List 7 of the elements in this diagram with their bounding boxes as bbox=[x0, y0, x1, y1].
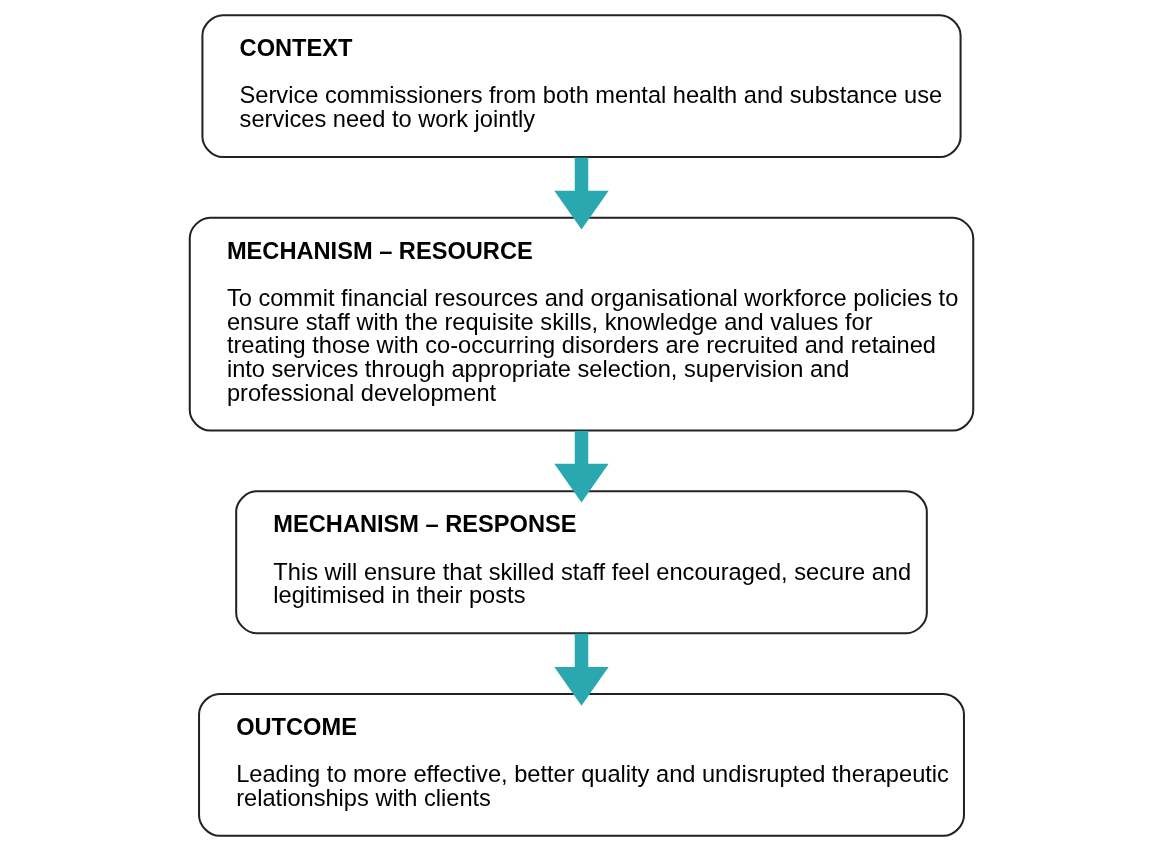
node-box: OUTCOME Leading to more effective, better quality and undisrupted therapeutic relationships with clients bbox=[198, 692, 965, 837]
node-box: CONTEXT Service commissioners from both mental health and substance use services need to work jointly bbox=[201, 14, 962, 159]
node-box: MECHANISM – RESOURCE To commit financial resources and organisational workforce policies to ensure staff with the requisite skills, knowledge and values for treating those with co-occurring disorders are recruited and retained into services through appropriate selection, supervision and professional development bbox=[188, 216, 975, 432]
arrow bbox=[554, 430, 609, 503]
arrow bbox=[554, 157, 609, 230]
arrow bbox=[554, 633, 609, 706]
node-box: MECHANISM – RESPONSE This will ensure that skilled staff feel encouraged, secure and legitimised in their posts bbox=[235, 490, 928, 635]
